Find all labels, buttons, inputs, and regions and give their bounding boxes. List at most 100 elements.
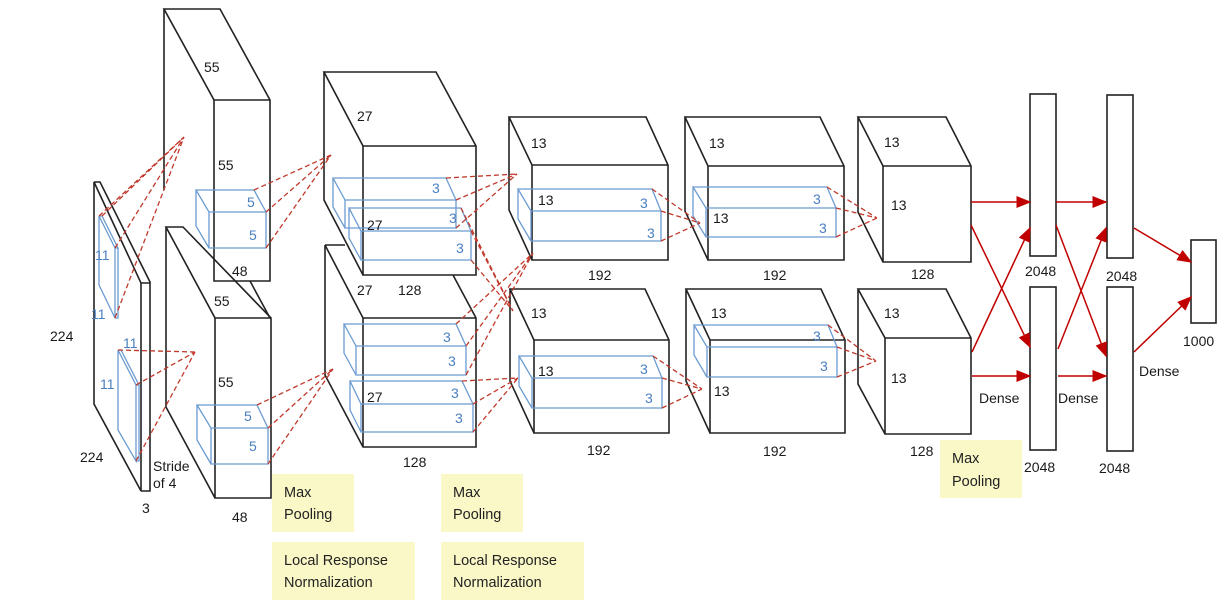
svg-text:Normalization: Normalization <box>453 575 542 591</box>
conv2-bottom-k3: 3 <box>451 385 459 401</box>
conv1-bottom-h: 55 <box>214 293 230 309</box>
conv1-bottom-d: 48 <box>232 509 248 525</box>
dense-label-1: Dense <box>979 390 1020 406</box>
stride-label-1: Stride <box>153 458 190 474</box>
conv4-top-k2: 3 <box>819 220 827 236</box>
conv3-bottom-k1: 3 <box>640 361 648 377</box>
svg-text:Pooling: Pooling <box>453 507 501 523</box>
svg-text:Local Response: Local Response <box>453 553 557 569</box>
conv1-top-k2: 5 <box>249 227 257 243</box>
receptive-lines-conv4-conv5 <box>826 186 878 378</box>
conv1-bottom-tensor <box>164 226 272 499</box>
conv5-bottom-w: 13 <box>891 370 907 386</box>
conv5-top-h: 13 <box>884 134 900 150</box>
output-label: 1000 <box>1183 333 1214 349</box>
conv4-bottom-h: 13 <box>711 305 727 321</box>
conv3-bottom-w: 13 <box>538 363 554 379</box>
conv3-top-w: 13 <box>538 192 554 208</box>
note-max-pooling-1: Max Pooling <box>272 474 354 532</box>
receptive-lines-conv1-conv2 <box>253 154 334 465</box>
receptive-lines-conv2-conv3 <box>445 173 534 433</box>
dense-label-3: Dense <box>1139 363 1180 379</box>
conv1-bottom-k1: 5 <box>244 408 252 424</box>
conv4-bottom-k2: 3 <box>820 358 828 374</box>
conv3-bottom-h: 13 <box>531 305 547 321</box>
conv5-top-w: 13 <box>891 197 907 213</box>
output-layer <box>1190 239 1217 324</box>
conv2-top-w2: 27 <box>357 282 373 298</box>
conv2-bottom-d: 128 <box>403 454 427 470</box>
conv3-bottom-d: 192 <box>587 442 611 458</box>
receptive-lines-conv3-conv4 <box>651 188 703 409</box>
conv1-bottom-w: 55 <box>218 374 234 390</box>
note-lrn-1: Local Response Normalization <box>272 542 415 600</box>
conv1-top-d: 48 <box>232 263 248 279</box>
svg-text:Local Response: Local Response <box>284 553 388 569</box>
conv1-bottom-k2: 5 <box>249 438 257 454</box>
conv3-bottom-k2: 3 <box>645 390 653 406</box>
conv2-bottom-tensor <box>324 244 477 448</box>
fc7-top-label: 2048 <box>1106 268 1137 284</box>
conv5-bottom-d: 128 <box>910 443 934 459</box>
conv2-bottom-k1: 3 <box>443 329 451 345</box>
fc6-top-label: 2048 <box>1025 263 1056 279</box>
input-height-label: 224 <box>50 328 74 344</box>
input-width-label: 224 <box>80 449 104 465</box>
fc7-top <box>1106 94 1134 259</box>
conv2-bottom-w: 27 <box>367 389 383 405</box>
conv1-top-w: 55 <box>218 157 234 173</box>
conv1-bottom-kernel <box>195 404 269 465</box>
input-kernel-top-h: 11 <box>95 247 110 263</box>
conv5-top-d: 128 <box>911 266 935 282</box>
fc6-bottom-label: 2048 <box>1024 459 1055 475</box>
input-tensor <box>93 181 151 492</box>
conv3-top-k2: 3 <box>647 225 655 241</box>
fc7-bottom <box>1106 286 1134 452</box>
stride-label-2: of 4 <box>153 475 177 491</box>
conv1-top-h: 55 <box>204 59 220 75</box>
conv2-top-w: 27 <box>367 217 383 233</box>
svg-text:Max: Max <box>284 485 312 501</box>
conv3-top-tensor <box>507 116 669 261</box>
conv2-top-k3: 3 <box>456 240 464 256</box>
conv2-top-h: 27 <box>357 108 373 124</box>
input-kernel-bottom-h: 11 <box>100 376 115 392</box>
conv5-top-tensor <box>856 116 972 263</box>
fc6-bottom <box>1029 286 1057 451</box>
note-max-pooling-2: Max Pooling <box>441 474 523 532</box>
input-kernel-bottom-w: 11 <box>123 335 138 351</box>
input-kernel-top <box>98 215 120 319</box>
input-kernel-top-w: 11 <box>91 306 106 322</box>
dense-label-2: Dense <box>1058 390 1099 406</box>
conv4-top-d: 192 <box>763 267 787 283</box>
dense-arrows <box>970 196 1193 382</box>
conv4-top-h: 13 <box>709 135 725 151</box>
conv3-bottom-tensor <box>508 288 670 434</box>
receptive-lines-input-conv1 <box>98 136 196 462</box>
conv2-top-k2: 3 <box>449 210 457 226</box>
conv4-top-w: 13 <box>713 210 729 226</box>
conv2-top-d: 128 <box>398 282 422 298</box>
conv1-top-k1: 5 <box>247 194 255 210</box>
note-max-pooling-5: Max Pooling <box>940 440 1022 498</box>
conv4-top-k1: 3 <box>813 191 821 207</box>
conv3-top-k1: 3 <box>640 195 648 211</box>
svg-text:Max: Max <box>453 485 481 501</box>
svg-text:Pooling: Pooling <box>952 474 1000 490</box>
conv2-top-tensor <box>322 71 477 276</box>
conv4-bottom-k1: 3 <box>813 328 821 344</box>
svg-text:Max: Max <box>952 451 980 467</box>
input-depth-label: 3 <box>142 500 150 516</box>
conv4-bottom-d: 192 <box>763 443 787 459</box>
input-kernel-bottom <box>117 349 141 464</box>
conv2-bottom-k2: 3 <box>448 353 456 369</box>
svg-text:Pooling: Pooling <box>284 507 332 523</box>
conv4-bottom-tensor <box>684 288 846 434</box>
fc6-top <box>1029 93 1057 257</box>
conv4-top-tensor <box>683 116 845 261</box>
conv3-top-h: 13 <box>531 135 547 151</box>
conv3-top-d: 192 <box>588 267 612 283</box>
svg-text:Normalization: Normalization <box>284 575 373 591</box>
fc7-bottom-label: 2048 <box>1099 460 1130 476</box>
